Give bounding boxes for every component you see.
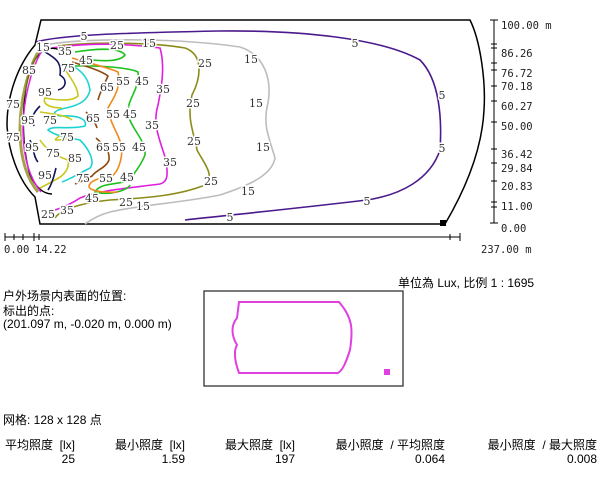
isoline-label-35: 35 — [60, 204, 74, 217]
isoline-label-75: 75 — [6, 131, 20, 144]
isoline-label-25: 25 — [204, 175, 218, 188]
x-axis — [4, 233, 461, 241]
y-axis-label: 60.27 — [501, 101, 533, 113]
isoline-label-25: 25 — [110, 39, 124, 52]
isoline-label-5: 5 — [227, 211, 234, 224]
marked-point[interactable] — [440, 220, 446, 226]
surface-outline — [231, 301, 353, 374]
y-axis-label: 100.00 m — [501, 20, 552, 32]
stat-value: 0.064 — [414, 452, 445, 466]
isoline-label-45: 45 — [79, 54, 93, 67]
marked-point-coordinates: (201.097 m, -0.020 m, 0.000 m) — [3, 317, 172, 331]
stat-header: 最小照度 / 最大照度 — [487, 438, 597, 452]
isoline-label-45: 45 — [132, 141, 146, 154]
isoline-label-35: 35 — [145, 119, 159, 132]
isoline-label-75: 75 — [60, 131, 74, 144]
isoline-label-75: 75 — [6, 98, 20, 111]
x-axis-start-label: 0.00 — [4, 244, 30, 256]
isoline-label-75: 75 — [46, 147, 60, 160]
isoline-label-25: 25 — [198, 57, 212, 70]
y-axis-label: 20.83 — [501, 181, 533, 193]
isoline-label-95: 95 — [38, 86, 52, 99]
isoline-label-95: 95 — [25, 141, 39, 154]
stat-header: 平均照度 [lx] — [4, 438, 75, 452]
isoline-label-25: 25 — [186, 97, 200, 110]
isoline-label-65: 65 — [100, 81, 114, 94]
marked-point-label: 标出的点: — [3, 304, 55, 318]
edge-bands-inner — [22, 51, 42, 193]
y-axis-label: 36.42 — [501, 149, 533, 161]
isoline-label-5: 5 — [81, 30, 88, 43]
isoline-label-45: 45 — [135, 75, 149, 88]
isoline-label-55: 55 — [116, 75, 130, 88]
isoline-35 — [51, 43, 168, 211]
isoline-label-15: 15 — [241, 185, 255, 198]
isoline-75 — [46, 63, 93, 183]
isoline-label-15: 15 — [249, 97, 263, 110]
isoline-95 — [29, 51, 66, 191]
isoline-label-25: 25 — [187, 135, 201, 148]
isoline-25 — [54, 42, 210, 219]
y-axis-label: 50.00 — [501, 121, 533, 133]
stat-value: 1.59 — [161, 452, 185, 466]
stat-header: 最小照度 [lx] — [114, 438, 185, 452]
isoline-label-95: 95 — [38, 169, 52, 182]
isoline-label-85: 85 — [68, 152, 82, 165]
isoline-label-75: 75 — [76, 172, 90, 185]
isoline-label-45: 45 — [123, 108, 137, 121]
y-axis — [490, 19, 498, 224]
isoline-65 — [71, 61, 110, 185]
isoline-85 — [39, 67, 79, 189]
isoline-label-65: 65 — [86, 112, 100, 125]
isoline-label-75: 75 — [43, 114, 57, 127]
isoline-label-15: 15 — [36, 41, 50, 54]
isoline-45 — [74, 48, 146, 195]
isoline-label-15: 15 — [244, 53, 258, 66]
isoline-label-15: 15 — [136, 200, 150, 213]
stat-value: 0.008 — [566, 452, 597, 466]
isoline-label-25: 25 — [41, 208, 55, 221]
grid-info: 网格: 128 x 128 点 — [3, 413, 102, 427]
isoline-label-65: 65 — [96, 141, 110, 154]
stat-header: 最小照度 / 平均照度 — [335, 438, 445, 452]
stat-value: 197 — [274, 452, 295, 466]
isoline-label-5: 5 — [439, 142, 446, 155]
scale-text: 单位為 Lux, 比例 1 : 1695 — [398, 276, 535, 290]
stat-value: 25 — [61, 452, 75, 466]
x-axis-tick-label: 14.22 — [35, 244, 67, 256]
isoline-label-35: 35 — [58, 45, 72, 58]
isoline-label-5: 5 — [439, 89, 446, 102]
isoline-15 — [49, 39, 276, 225]
y-axis-label: 11.00 — [501, 201, 533, 213]
isoline-label-45: 45 — [85, 192, 99, 205]
y-axis-label: 70.18 — [501, 81, 533, 93]
y-axis-label: 76.72 — [501, 68, 533, 80]
y-axis-label: 0.00 — [501, 223, 527, 235]
isoline-label-15: 15 — [256, 141, 270, 154]
isoline-55 — [71, 57, 123, 193]
isoline-label-5: 5 — [352, 37, 359, 50]
y-axis-label: 29.84 — [501, 163, 533, 175]
isoline-label-75: 75 — [61, 62, 75, 75]
isoline-label-55: 55 — [99, 172, 113, 185]
x-axis-end-label: 237.00 m — [481, 244, 532, 256]
y-axis-label: 86.26 — [501, 48, 533, 60]
position-inset — [203, 290, 404, 387]
isoline-label-85: 85 — [22, 64, 36, 77]
edge-bands — [18, 51, 40, 193]
isoline-label-95: 95 — [21, 114, 35, 127]
isoline-label-55: 55 — [112, 141, 126, 154]
marked-point-inset — [384, 369, 390, 375]
isoline-label-15: 15 — [142, 37, 156, 50]
isoline-5 — [35, 30, 442, 221]
isoline-label-45: 45 — [120, 171, 134, 184]
isoline-label-5: 5 — [364, 195, 371, 208]
stat-header: 最大照度 [lx] — [224, 438, 295, 452]
position-title: 户外场景内表面的位置: — [3, 289, 127, 303]
isoline-label-25: 25 — [119, 196, 133, 209]
isoline-label-35: 35 — [156, 83, 170, 96]
isoline-label-55: 55 — [106, 108, 120, 121]
isoline-label-35: 35 — [163, 156, 177, 169]
